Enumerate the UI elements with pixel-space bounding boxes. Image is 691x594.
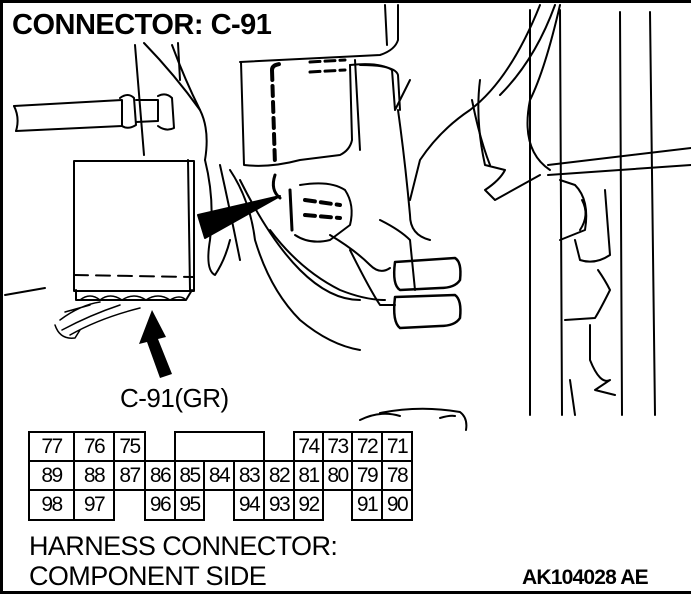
pin-cell-89: 89 <box>28 460 75 491</box>
pin-cell-86: 86 <box>144 460 176 491</box>
pin-cell-94: 94 <box>233 489 265 521</box>
control-module <box>54 159 195 339</box>
pin-cell-93: 93 <box>263 489 295 521</box>
pin-cell-84: 84 <box>203 460 235 491</box>
pin-cell-79: 79 <box>351 460 383 491</box>
pin-cell-96: 96 <box>144 489 176 521</box>
cable-line <box>134 44 145 156</box>
pin-cell-83: 83 <box>233 460 265 491</box>
relay-blocks <box>392 256 462 330</box>
pin-cell-97: 97 <box>73 489 115 521</box>
pin-cell-77: 77 <box>28 431 75 462</box>
pin-cell-72: 72 <box>351 431 383 462</box>
pin-cell-90: 90 <box>381 489 413 521</box>
pointer-wedge <box>197 195 281 239</box>
connector-callout-label: C-91(GR) <box>120 383 229 413</box>
pin-cell-91: 91 <box>351 489 383 521</box>
pin-cell-75: 75 <box>113 431 146 462</box>
pin-cell-80: 80 <box>322 460 353 491</box>
pin-cell-82: 82 <box>263 460 295 491</box>
pin-cell-85: 85 <box>174 460 205 491</box>
figure-code: AK104028 AE <box>522 566 649 589</box>
caption-line-2: COMPONENT SIDE <box>29 561 267 591</box>
pin-cell-81: 81 <box>293 460 324 491</box>
arrow-up-icon <box>139 310 172 378</box>
body-pillar <box>529 9 691 416</box>
pin-cell-88: 88 <box>73 460 115 491</box>
pin-cell-78: 78 <box>381 460 413 491</box>
bracket-assembly <box>239 4 411 167</box>
pin-cell-95: 95 <box>174 489 205 521</box>
pin-cavity-blank <box>174 431 265 462</box>
left-support-bar <box>13 93 175 132</box>
pin-cell-92: 92 <box>293 489 324 521</box>
pin-cell-76: 76 <box>73 431 115 462</box>
pin-cell-71: 71 <box>381 431 413 462</box>
wiring-harness <box>204 109 431 351</box>
pin-cell-73: 73 <box>322 431 353 462</box>
pin-cell-87: 87 <box>113 460 146 491</box>
caption-line-1: HARNESS CONNECTOR: <box>29 531 338 561</box>
connector-title: CONNECTOR: C-91 <box>12 9 272 41</box>
pin-cell-98: 98 <box>28 489 75 521</box>
pin-cell-74: 74 <box>293 431 324 462</box>
